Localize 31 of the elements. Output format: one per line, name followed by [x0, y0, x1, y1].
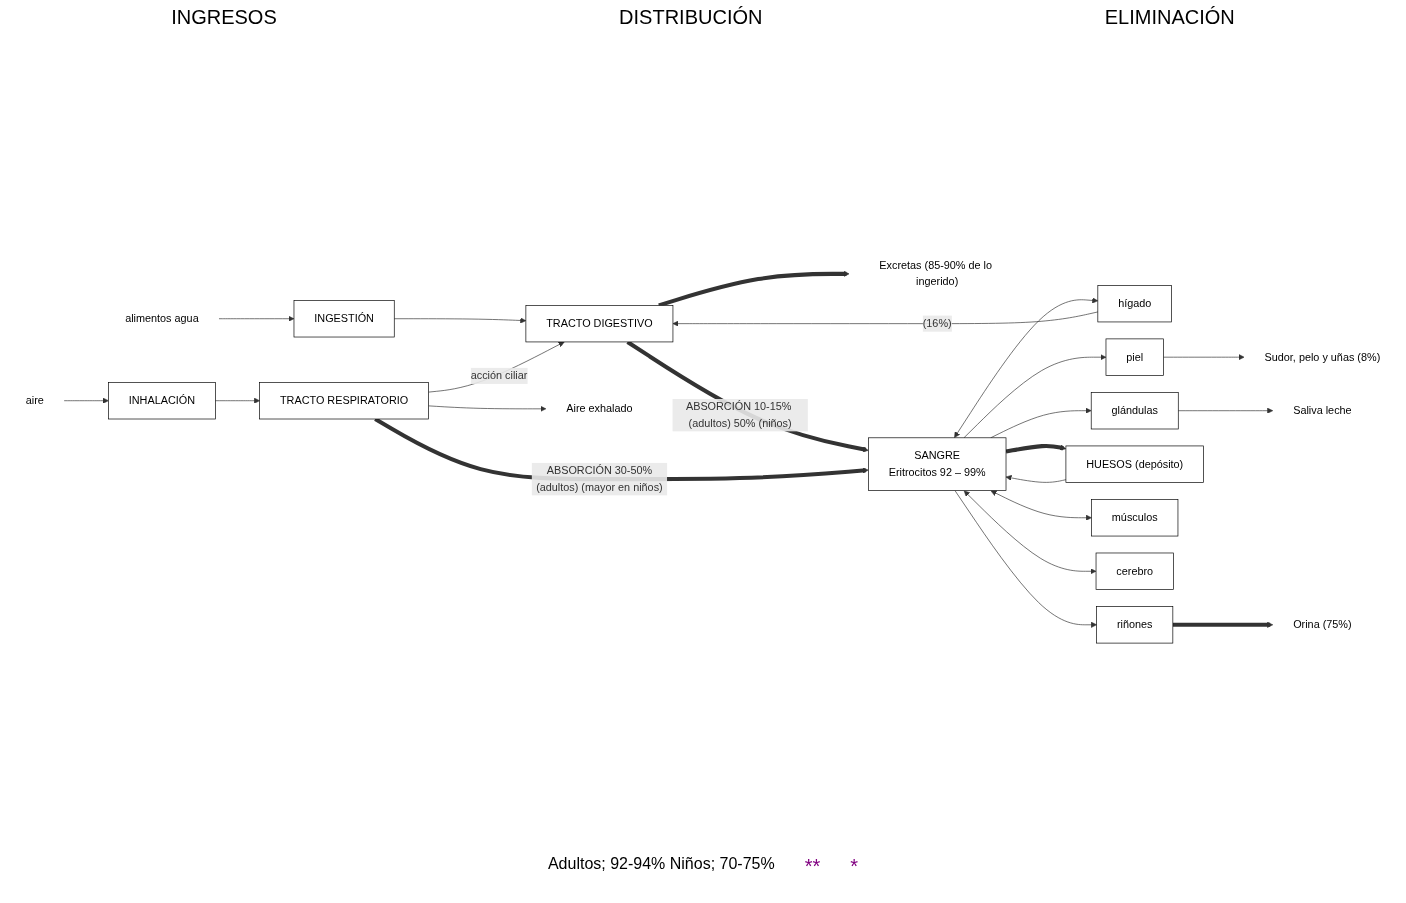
node-text: Excretas (85-90% de lo ingerido) [879, 259, 993, 288]
node-text: Orina (75%) [1293, 618, 1352, 630]
arrow [1005, 443, 1067, 454]
column-heading: INGRESOS [171, 6, 277, 29]
node-text: Saliva leche [1293, 404, 1352, 416]
edge-label: (16%) [922, 317, 952, 329]
node-box: glándulas [1090, 391, 1179, 430]
node-box: músculos [1091, 498, 1179, 537]
node-box: INGESTIÓN [293, 299, 395, 338]
node-box: TRACTO DIGESTIVO [525, 304, 674, 342]
node-box: HUESOS (depósito) [1065, 445, 1204, 483]
note-text: Adultos; 92-94% Niños; 70-75% [547, 855, 775, 874]
node-box: hígado [1097, 284, 1172, 322]
arrow [1172, 621, 1274, 628]
node-text: Sudor, pelo y uñas (8%) [1264, 350, 1381, 363]
edge-label: ABSORCIÓN 30-50%(adultos) (mayor en niños) [536, 464, 663, 493]
node-text: Aire exhalado [566, 402, 633, 414]
node-box: piel [1105, 338, 1164, 376]
node-box: SANGRE Eritrocitos 92 – 99% [868, 437, 1007, 491]
edge-label: ABSORCIÓN 10-15% (adultos) 50% (niños) [685, 400, 792, 429]
footnote-mark: ** [804, 855, 821, 878]
node-box: INHALACIÓN [108, 381, 216, 420]
node-text: alimentos agua [125, 312, 199, 324]
footnote-mark: * [850, 855, 859, 878]
node-box: riñones [1096, 605, 1174, 644]
node-text: aire [25, 394, 44, 406]
column-heading: ELIMINACIÓN [1104, 6, 1235, 29]
node-box: TRACTO RESPIRATORIO [259, 381, 429, 420]
edge-label: acción ciliar [470, 369, 528, 381]
column-heading: DISTRIBUCIÓN [619, 6, 763, 29]
node-box: cerebro [1095, 552, 1174, 590]
